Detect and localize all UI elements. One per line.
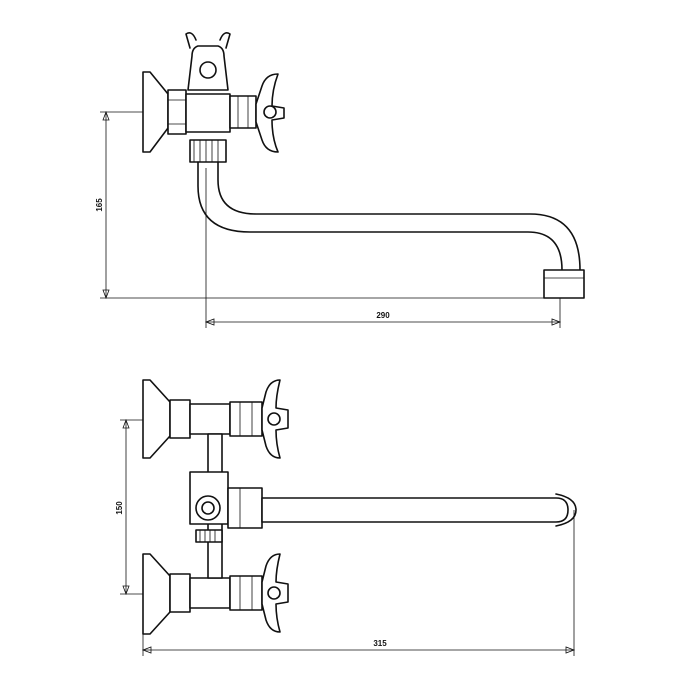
aerator bbox=[543, 269, 585, 299]
upper-flange bbox=[142, 379, 171, 459]
side-view: 165 290 bbox=[95, 32, 585, 328]
holder-ring bbox=[199, 61, 217, 79]
dimension-label-315: 315 bbox=[373, 639, 387, 648]
spout-inner bbox=[217, 161, 581, 271]
spout-outer bbox=[197, 161, 563, 271]
upper-valve-body bbox=[189, 403, 231, 435]
spout-pipe bbox=[261, 497, 569, 523]
dimension-label-150: 150 bbox=[115, 501, 124, 515]
outlet-coupling bbox=[189, 139, 227, 163]
upper-valve-stem bbox=[229, 401, 263, 437]
inlet-nut bbox=[167, 89, 187, 135]
dimension-height: 165 bbox=[95, 110, 560, 300]
lower-flange bbox=[142, 553, 171, 635]
dimension-label-165: 165 bbox=[95, 198, 104, 212]
shower-outlet-thread bbox=[195, 529, 223, 543]
dimension-spacing: 150 bbox=[115, 418, 143, 596]
upper-nut bbox=[169, 399, 191, 439]
dimension-label-290: 290 bbox=[376, 311, 390, 320]
valve-stem bbox=[229, 95, 257, 129]
dimension-length-top: 290 bbox=[204, 168, 562, 328]
lower-valve-body bbox=[189, 577, 231, 609]
plan-view: 150 315 bbox=[115, 379, 577, 656]
lower-valve-stem bbox=[229, 575, 263, 611]
wall-flange bbox=[142, 71, 169, 153]
dimension-length-bottom: 315 bbox=[141, 510, 576, 656]
faucet-body bbox=[185, 93, 231, 133]
spout-tip bbox=[555, 493, 577, 527]
lower-nut bbox=[169, 573, 191, 613]
spout-swivel bbox=[227, 487, 263, 529]
